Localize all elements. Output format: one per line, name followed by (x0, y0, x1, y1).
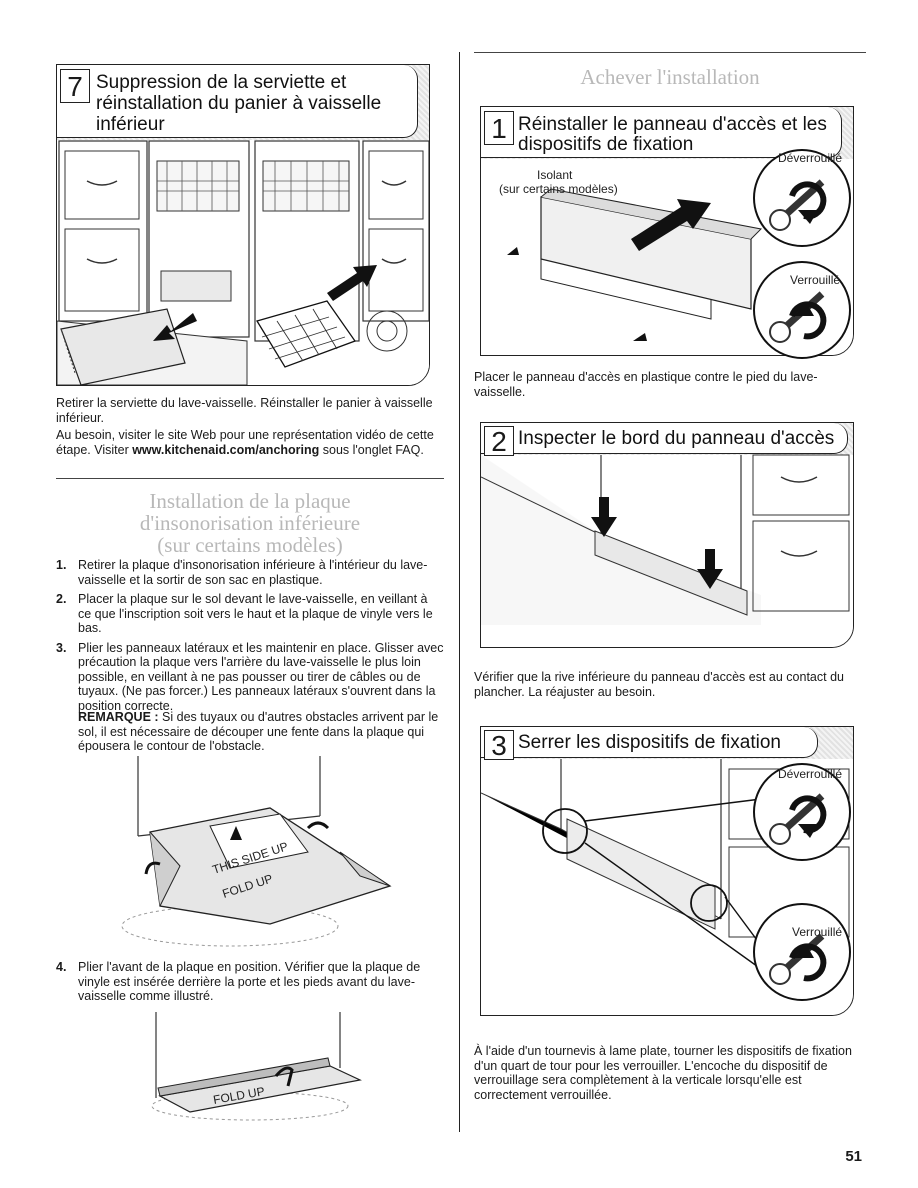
fstep2-title: Inspecter le bord du panneau d'accès (518, 428, 835, 449)
note-text: Si des tuyaux ou d'autres obstacles arri… (78, 710, 439, 753)
step7-title-line2: réinstallation du panier à vaisselle (96, 93, 382, 114)
insulation-pad-illustration: THIS SIDE UP FOLD UP (121, 756, 392, 947)
fstep1-number: 1 (484, 111, 514, 145)
column-divider (459, 52, 460, 1132)
step7-p2-start: Au besoin, visiter le site Web pour une … (56, 428, 434, 457)
step7-number: 7 (60, 69, 90, 103)
fstep2-illustration (481, 454, 853, 647)
step-number: 1. (56, 558, 67, 572)
fstep3-lock-callouts: Déverrouillé Verrouillé (753, 763, 851, 1001)
step7-title-line3: inférieur (96, 114, 165, 135)
label-lock: Verrouillé (790, 273, 840, 287)
step4-text: Plier l'avant de la plaque en position. … (78, 960, 421, 1003)
page-number: 51 (845, 1148, 862, 1165)
insulation-title-line3: (sur certains modèles) (157, 533, 343, 557)
insulation-step4: 4. Plier l'avant de la plaque en position… (56, 960, 444, 1004)
insulation-steps: 1. Retirer la plaque d'insonorisation inf… (56, 558, 444, 718)
fstep1-text: Placer le panneau d'accès en plastique c… (474, 370, 818, 399)
step-text: Retirer la plaque d'insonorisation infér… (78, 558, 428, 587)
fstep1-lock-callouts: Déverrouillé Verrouillé (753, 149, 851, 359)
step7-p2-end: sous l'onglet FAQ. (319, 442, 424, 457)
step7-box (56, 64, 430, 386)
label-unlock: Déverrouillé (778, 151, 842, 165)
step-text: Placer la plaque sur le sol devant le la… (78, 592, 433, 635)
insulation-step: 2. Placer la plaque sur le sol devant le … (56, 592, 444, 636)
insulation-title-line2: d'insonorisation inférieure (139, 511, 361, 535)
step4-number: 4. (56, 960, 67, 974)
section-rule (56, 478, 444, 479)
fstep1-title-line2: dispositifs de fixation (518, 134, 694, 155)
fstep2-text: Vérifier que la rive inférieure du panne… (474, 670, 844, 699)
step7-title-line1: Suppression de la serviette et (96, 72, 347, 93)
insulation-step: 3. Plier les panneaux latéraux et les mai… (56, 641, 444, 714)
fstep1-title-line1: Réinstaller le panneau d'accès et les (518, 114, 827, 135)
step7-illustration (57, 140, 429, 385)
fstep3-text: À l'aide d'un tournevis à lame plate, to… (474, 1044, 852, 1102)
step-number: 3. (56, 640, 67, 655)
top-rule (474, 52, 866, 53)
fstep3-title: Serrer les dispositifs de fixation (518, 732, 781, 753)
insulation-title-line1: Installation de la plaque (149, 489, 351, 513)
insulation-fold-illustration: FOLD UP (151, 1012, 362, 1121)
step-text: Plier les panneaux latéraux et les maint… (78, 640, 444, 713)
anchoring-link[interactable]: www.kitchenaid.com/anchoring (132, 442, 320, 457)
fstep2-number: 2 (484, 426, 514, 456)
step7-paragraph1: Retirer la serviette du lave-vaisselle. … (56, 396, 433, 425)
label-isolant: Isolant (537, 168, 573, 182)
label-unlock-3: Déverrouillé (778, 767, 842, 781)
insulation-note: REMARQUE : Si des tuyaux ou d'autres obs… (78, 710, 444, 754)
fstep3-number: 3 (484, 730, 514, 760)
label-some-models: (sur certains modèles) (499, 182, 618, 196)
note-label: REMARQUE : (78, 710, 159, 724)
fstep2-box (480, 422, 854, 648)
insulation-step: 1. Retirer la plaque d'insonorisation inf… (56, 558, 444, 587)
step-number: 2. (56, 592, 67, 606)
step7-paragraph2: Au besoin, visiter le site Web pour une … (56, 428, 436, 457)
label-lock-3: Verrouillé (792, 925, 842, 939)
finish-title: Achever l'installation (580, 65, 760, 89)
